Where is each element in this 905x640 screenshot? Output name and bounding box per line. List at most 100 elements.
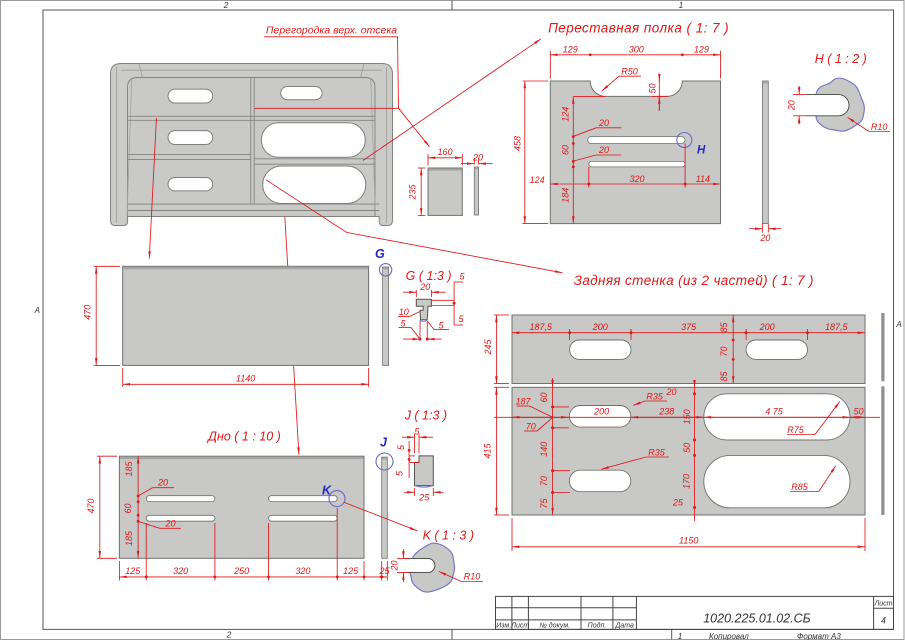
svg-text:85: 85 [719, 322, 729, 333]
svg-text:R50: R50 [621, 67, 638, 77]
svg-text:R10: R10 [871, 122, 888, 132]
svg-text:Перегородка верх. отсека: Перегородка верх. отсека [266, 25, 397, 37]
svg-text:5: 5 [395, 470, 405, 476]
svg-text:H: H [697, 145, 706, 157]
svg-text:A: A [34, 306, 40, 315]
svg-text:200: 200 [759, 322, 775, 332]
svg-text:R10: R10 [464, 572, 481, 582]
svg-text:20: 20 [786, 100, 796, 111]
svg-text:200: 200 [593, 406, 609, 416]
svg-text:20: 20 [598, 118, 609, 128]
svg-text:25: 25 [378, 566, 390, 576]
svg-text:4 75: 4 75 [765, 406, 784, 416]
svg-text:50: 50 [853, 406, 863, 416]
svg-text:160: 160 [437, 147, 452, 157]
svg-text:375: 375 [681, 322, 697, 332]
svg-text:150: 150 [682, 409, 692, 424]
svg-text:25: 25 [418, 493, 430, 503]
svg-text:5: 5 [414, 427, 420, 437]
svg-text:5: 5 [400, 319, 406, 329]
svg-text:Изм.: Изм. [496, 623, 511, 630]
svg-text:5: 5 [459, 272, 465, 282]
svg-text:187,5: 187,5 [530, 322, 554, 332]
svg-text:320: 320 [173, 566, 188, 576]
svg-text:K: K [322, 484, 332, 498]
svg-text:K ( 1 : 3 ): K ( 1 : 3 ) [423, 529, 474, 543]
svg-text:245: 245 [483, 339, 493, 356]
svg-text:Задняя стенка (из 2 частей) (: Задняя стенка (из 2 частей) ( 1: 7 ) [574, 273, 814, 288]
svg-text:75: 75 [539, 498, 549, 509]
svg-text:185: 185 [124, 530, 134, 546]
svg-text:238: 238 [658, 406, 674, 416]
svg-text:20: 20 [472, 153, 483, 163]
svg-text:Лист: Лист [510, 623, 529, 630]
svg-text:114: 114 [696, 174, 710, 184]
svg-text:60: 60 [123, 503, 133, 513]
svg-text:10: 10 [399, 307, 409, 317]
svg-text:458: 458 [513, 136, 523, 151]
svg-text:R75: R75 [787, 425, 805, 435]
svg-text:60: 60 [561, 145, 571, 155]
svg-text:2: 2 [223, 0, 229, 10]
svg-text:20: 20 [419, 282, 430, 292]
svg-text:124: 124 [561, 107, 571, 122]
svg-text:300: 300 [629, 44, 644, 54]
svg-text:129: 129 [694, 44, 709, 54]
svg-text:125: 125 [343, 566, 359, 576]
svg-text:1150: 1150 [679, 536, 698, 546]
svg-text:Дно ( 1 : 10 ): Дно ( 1 : 10 ) [206, 430, 281, 444]
svg-text:140: 140 [539, 442, 549, 457]
svg-text:J ( 1:3 ): J ( 1:3 ) [404, 409, 447, 423]
svg-text:№ докум.: № докум. [539, 622, 570, 630]
svg-text:184: 184 [561, 188, 571, 203]
svg-text:J: J [380, 436, 388, 450]
svg-text:20: 20 [157, 478, 168, 488]
svg-text:187,5: 187,5 [825, 322, 849, 332]
svg-text:5: 5 [438, 321, 444, 331]
svg-text:1: 1 [678, 631, 683, 640]
svg-text:200: 200 [592, 322, 608, 332]
svg-text:A: A [895, 320, 901, 329]
svg-text:70: 70 [539, 476, 549, 486]
svg-text:Формат А3: Формат А3 [797, 632, 841, 640]
svg-text:2: 2 [226, 630, 232, 640]
svg-text:70: 70 [719, 346, 729, 356]
svg-text:187: 187 [515, 397, 531, 407]
svg-text:70: 70 [526, 422, 536, 432]
svg-text:250: 250 [233, 566, 249, 576]
svg-text:Лист: Лист [873, 601, 892, 608]
svg-text:Дата: Дата [614, 623, 634, 630]
svg-text:5: 5 [458, 314, 464, 324]
svg-text:20: 20 [759, 233, 770, 243]
svg-text:20: 20 [598, 145, 609, 155]
svg-text:R85: R85 [791, 482, 809, 492]
svg-text:R35: R35 [648, 448, 666, 458]
svg-text:124: 124 [530, 175, 545, 185]
svg-text:G ( 1:3 ): G ( 1:3 ) [406, 269, 452, 283]
svg-text:415: 415 [483, 443, 493, 459]
svg-text:25: 25 [672, 498, 684, 508]
svg-text:20: 20 [665, 387, 676, 397]
svg-text:4: 4 [881, 616, 886, 626]
svg-text:470: 470 [83, 305, 93, 320]
svg-text:50: 50 [648, 83, 658, 93]
svg-text:470: 470 [86, 498, 96, 513]
svg-text:H ( 1 : 2 ): H ( 1 : 2 ) [815, 52, 867, 66]
svg-text:129: 129 [563, 44, 578, 54]
svg-text:320: 320 [629, 174, 644, 184]
svg-text:R35: R35 [646, 392, 664, 402]
svg-text:320: 320 [295, 566, 310, 576]
svg-text:Подп.: Подп. [588, 622, 607, 630]
svg-text:1140: 1140 [236, 373, 255, 383]
svg-text:125: 125 [125, 566, 141, 576]
svg-text:185: 185 [124, 461, 134, 477]
svg-text:1020.225.01.02.СБ: 1020.225.01.02.СБ [703, 612, 811, 626]
svg-text:G: G [375, 247, 385, 261]
svg-text:20: 20 [164, 518, 175, 528]
svg-text:1: 1 [679, 0, 684, 10]
svg-text:Переставная полка ( 1: 7 ): Переставная полка ( 1: 7 ) [548, 21, 729, 36]
svg-text:60: 60 [539, 392, 549, 402]
svg-text:170: 170 [681, 474, 691, 489]
svg-text:50: 50 [682, 443, 692, 453]
svg-text:5: 5 [396, 444, 406, 450]
